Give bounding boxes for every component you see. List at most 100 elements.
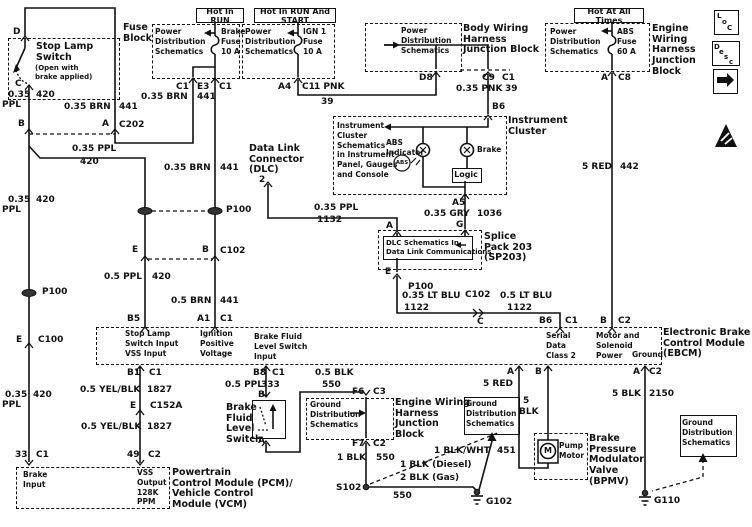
stop-lamp-switch-box bbox=[8, 38, 120, 100]
terminal-label: C2 bbox=[148, 450, 161, 460]
hot-at-all-times-header: Hot At All Times bbox=[574, 7, 644, 25]
wire-label: 1827 bbox=[147, 422, 173, 432]
wire-label: 441 bbox=[220, 296, 239, 306]
wire-label: 420 bbox=[36, 90, 55, 100]
terminal-label: B bbox=[202, 245, 209, 255]
terminal-label: B bbox=[600, 316, 607, 326]
wire-label: 441 bbox=[220, 163, 239, 173]
splice-pack-label: Splice Pack 203 (SP203) bbox=[484, 231, 533, 264]
wire-label: 0.35 bbox=[5, 390, 28, 400]
instrument-cluster-box bbox=[333, 116, 507, 195]
terminal-label: C1 bbox=[36, 450, 49, 460]
bfls-label: Brake Fluid Level Switch bbox=[226, 402, 262, 445]
terminal-label: C1 bbox=[565, 316, 578, 326]
pds-ref-2: Power Distribution Schematics bbox=[245, 27, 296, 56]
wire-label: 441 bbox=[197, 92, 216, 102]
pcm-pin-brake: Brake Input bbox=[23, 470, 48, 489]
terminal-label: B6 bbox=[492, 102, 506, 112]
abs-badge: ABS bbox=[395, 160, 409, 166]
dlc-ref-text: DLC Schematics In Data Link Communicatio… bbox=[386, 239, 492, 256]
ebcm-pin-serial: Serial Data Class 2 bbox=[546, 331, 576, 360]
wire-label: 1 BLK (Diesel) bbox=[400, 460, 472, 470]
wire-label: 0.5 PPL bbox=[104, 272, 143, 282]
body-junction-box bbox=[365, 23, 462, 72]
ebcm-pin-ignition: Ignition Positive Voltage bbox=[200, 329, 234, 358]
abs-indicator-label: ABS Indicator bbox=[386, 138, 425, 157]
terminal-label: A bbox=[601, 73, 608, 83]
logic-label: Logic bbox=[454, 170, 478, 179]
wire-label: 0.35 bbox=[8, 195, 31, 205]
wire-label: BLK bbox=[519, 407, 539, 417]
terminal-label: G bbox=[456, 220, 464, 230]
terminal-label: A bbox=[633, 367, 640, 377]
dlc-label: Data Link Connector (DLC) bbox=[249, 143, 304, 176]
gds-ref-3: Ground Distribution Schematics bbox=[682, 418, 733, 447]
desc-letter: c bbox=[729, 58, 734, 66]
terminal-label: C1 bbox=[220, 314, 233, 324]
loc-legend-icon bbox=[714, 10, 739, 35]
wire-label: 1827 bbox=[147, 385, 173, 395]
wire-label: 0.5 BLK bbox=[315, 368, 354, 378]
pds-ref-3: Power Distribution Schematics bbox=[401, 26, 452, 55]
terminal-label: F6 bbox=[352, 387, 365, 397]
wire-label: 0.35 BRN bbox=[164, 163, 211, 173]
terminal-label: C102 bbox=[465, 290, 491, 300]
terminal-label: B5 bbox=[127, 314, 141, 324]
terminal-label: E bbox=[16, 335, 23, 345]
wire-label: 441 bbox=[119, 102, 138, 112]
terminal-label: B8 bbox=[253, 368, 267, 378]
terminal-label: P100 bbox=[408, 282, 434, 292]
desc-letter: s bbox=[724, 53, 729, 61]
wire-label: 1 BLK bbox=[337, 453, 366, 463]
dlc-ref-box bbox=[383, 236, 473, 260]
wire-label: 442 bbox=[620, 162, 639, 172]
ebcm-pin-motor: Motor and Solenoid Power bbox=[596, 331, 640, 360]
wire-label: 0.5 BRN bbox=[171, 296, 212, 306]
pcm-pin-vss: VSS Output 128K PPM bbox=[137, 468, 167, 507]
bfls-box bbox=[252, 400, 286, 439]
wire-label: 5 bbox=[523, 396, 530, 406]
terminal-label: C2 bbox=[618, 316, 631, 326]
terminal-label: B bbox=[18, 119, 25, 129]
terminal-label: B bbox=[258, 390, 265, 400]
wire-label: 0.35 PPL bbox=[72, 144, 117, 154]
terminal-label: C bbox=[477, 317, 484, 327]
wire-label: 550 bbox=[393, 491, 412, 501]
hot-in-run-header: Hot In RUN bbox=[196, 7, 244, 25]
wire-label: 0.5 YEL/BLK bbox=[80, 385, 141, 395]
terminal-label: C1 bbox=[272, 368, 285, 378]
splice-s102-label: S102 bbox=[336, 483, 362, 493]
wire-label: 0.5 PPL bbox=[225, 380, 264, 390]
abs-fuse-label: ABS Fuse 60 A bbox=[617, 27, 637, 56]
terminal-label: C1 bbox=[502, 73, 515, 83]
fuse-block-box bbox=[152, 24, 240, 79]
terminal-label: C3 bbox=[373, 387, 386, 397]
wire-label: 2 BLK (Gas) bbox=[400, 473, 460, 483]
wire-label: 0.35 LT BLU bbox=[402, 291, 461, 301]
terminal-label: C102 bbox=[220, 246, 246, 256]
terminal-label: A1 bbox=[197, 314, 211, 324]
terminal-label: 2 bbox=[259, 175, 266, 185]
terminal-label: A bbox=[507, 367, 514, 377]
engine-junction-mid-label: Engine Wiring Harness Junction Block bbox=[395, 397, 471, 440]
wire-label: 0.35 BRN bbox=[141, 92, 188, 102]
wire-label: PPL bbox=[2, 205, 21, 215]
engine-junction-label: Engine Wiring Harness Junction Block bbox=[652, 23, 696, 77]
terminal-label: B1 bbox=[127, 368, 141, 378]
wire-label: 1 PNK bbox=[314, 82, 345, 92]
wire-label: 420 bbox=[80, 157, 99, 167]
terminal-label: C bbox=[15, 79, 22, 89]
stop-lamp-note: (Open with brake applied) bbox=[35, 64, 93, 81]
stop-lamp-switch-label: Stop Lamp Switch bbox=[36, 41, 94, 63]
ebcm-label: Electronic Brake Control Module (EBCM) bbox=[663, 327, 751, 360]
wire-label: 451 bbox=[497, 446, 516, 456]
terminal-label: A bbox=[258, 436, 265, 446]
ebcm-pin-bfls: Brake Fluid Level Switch Input bbox=[254, 332, 308, 361]
ebcm-pin-stop-lamp: Stop Lamp Switch Input bbox=[125, 329, 179, 348]
motor-m-label: M bbox=[544, 446, 552, 455]
terminal-label: B bbox=[535, 367, 542, 377]
wire-label: 1036 bbox=[477, 209, 503, 219]
wire-label: 0.35 GRY bbox=[424, 209, 470, 219]
terminal-label: A bbox=[386, 221, 393, 231]
desc-letter: e bbox=[719, 48, 724, 56]
